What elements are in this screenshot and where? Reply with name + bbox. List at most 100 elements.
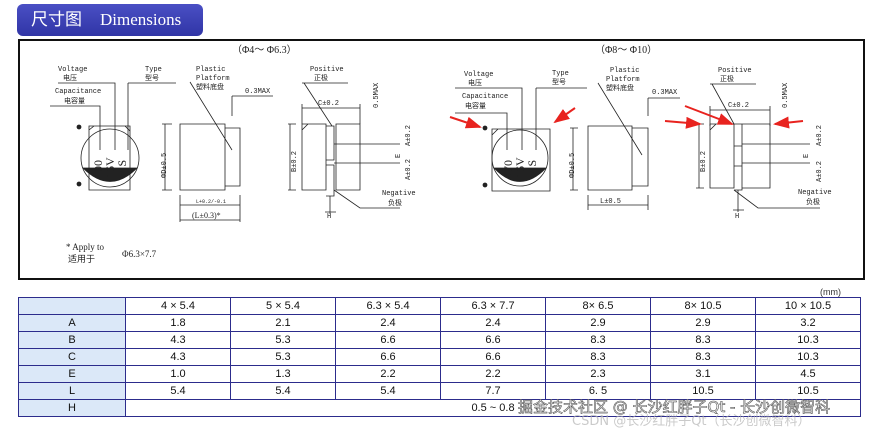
label-l05: L±0.5 [600, 198, 621, 206]
column-header: 8× 10.5 [650, 297, 756, 315]
label-diameter: ΦD±0.5 [569, 153, 577, 178]
label-voltage: Voltage [464, 71, 493, 79]
row-label: H [18, 399, 126, 417]
unit-label: (mm) [820, 287, 841, 297]
cap-voltage: 16V [513, 157, 527, 178]
table-cell: 5.4 [125, 382, 231, 400]
label-voltage-cn: 电压 [468, 78, 482, 88]
table-cell: 2.9 [545, 314, 651, 332]
cap-voltage: 16V [103, 157, 117, 178]
label-positive: Positive [310, 66, 344, 74]
label-platform: Platform [606, 76, 640, 84]
label-h: H [327, 213, 331, 221]
table-cell: 3.2 [755, 314, 861, 332]
table-cell: 4.3 [125, 331, 231, 349]
label-platform-cn: 塑料底盘 [196, 82, 224, 92]
label-plastic: Plastic [196, 66, 225, 74]
label-voltage-cn: 电压 [63, 73, 77, 83]
cap-value: 100 [91, 160, 105, 178]
table-cell: 6.6 [335, 348, 441, 366]
table-cell: 4.5 [755, 365, 861, 383]
label-type: Type [145, 66, 162, 74]
label-c: C±0.2 [728, 102, 749, 110]
row-label: B [18, 331, 126, 349]
label-a-top: A±0.2 [405, 125, 413, 146]
label-type-cn: 型号 [552, 77, 566, 87]
label-capacitance-cn: 电容量 [64, 96, 85, 106]
label-a-bottom: A±0.2 [816, 161, 824, 182]
table-cell: 1.3 [230, 365, 336, 383]
table-cell: 8.3 [650, 348, 756, 366]
row-label: A [18, 314, 126, 332]
label-l03: (L±0.3)* [192, 211, 221, 220]
label-type: Type [552, 70, 569, 78]
title-cn: 尺寸图 [31, 10, 82, 29]
table-cell: 4.3 [125, 348, 231, 366]
cap-type: V S [525, 160, 539, 178]
table-cell: 6.6 [335, 331, 441, 349]
cap-value: 470 [501, 160, 515, 178]
arrow-icon [664, 116, 702, 129]
column-header: 4 × 5.4 [125, 297, 231, 315]
red-arrows [449, 105, 804, 129]
cap-type: V S [115, 160, 129, 178]
note-apply-to: * Apply to [66, 242, 105, 252]
column-header: 6.3 × 5.4 [335, 297, 441, 315]
table-cell: 1.8 [125, 314, 231, 332]
table-cell: 8.3 [545, 331, 651, 349]
watermark-secondary: CSDN @长沙红胖子Qt（长沙创微智科） [572, 414, 811, 429]
label-negative-cn: 负极 [388, 198, 402, 208]
table-cell: 2.2 [335, 365, 441, 383]
row-label: E [18, 365, 126, 383]
table-cell: 2.4 [335, 314, 441, 332]
label-b: B±0.2 [700, 151, 708, 172]
label-c: C±0.2 [318, 100, 339, 108]
label-e: E [803, 154, 811, 158]
label-platform-cn: 塑料底盘 [606, 83, 634, 93]
table-cell: 2.3 [545, 365, 651, 383]
table-cell: 5.4 [335, 382, 441, 400]
note-apply-to-cn: 适用于 [68, 254, 95, 264]
right-heading: （Φ8～ Φ10） [595, 44, 657, 56]
table-cell: 2.9 [650, 314, 756, 332]
table-cell: 10.3 [755, 331, 861, 349]
table-header-row: 4 × 5.4 5 × 5.4 6.3 × 5.4 6.3 × 7.7 8× 6… [18, 297, 861, 315]
arrow-icon [553, 107, 576, 124]
table-cell: 2.1 [230, 314, 336, 332]
section-title: 尺寸图 Dimensions [17, 4, 203, 36]
left-heading: （Φ4～ Φ6.3） [232, 44, 297, 56]
table-cell: 3.1 [650, 365, 756, 383]
watermark: 掘金技术社区 @ 长沙红胖子Qt - 长沙创微智科 [518, 398, 831, 417]
label-diameter: ΦD±0.5 [161, 153, 169, 178]
label-05max: 0.5MAX [782, 82, 790, 108]
right-drawing-group: （Φ8～ Φ10） Voltage 电压 Capacitance 电容量 Typ… [455, 44, 832, 221]
label-h: H [735, 213, 739, 221]
label-type-cn: 型号 [145, 73, 159, 83]
label-plastic: Plastic [610, 67, 639, 75]
arrow-icon [449, 116, 482, 129]
table-cell: 8.3 [650, 331, 756, 349]
label-a-top: A±0.2 [816, 125, 824, 146]
title-en: Dimensions [100, 10, 182, 29]
table-cell-span: 0.5 ~ 0.8 [125, 399, 861, 417]
table-cell: 10.3 [755, 348, 861, 366]
label-a-bottom: A±0.2 [405, 159, 413, 180]
label-positive-cn: 正极 [314, 73, 328, 83]
label-positive: Positive [718, 67, 752, 75]
column-header: 5 × 5.4 [230, 297, 336, 315]
label-b: B±0.2 [291, 151, 299, 172]
table-cell: 2.4 [440, 314, 546, 332]
table-cell: 6.6 [440, 348, 546, 366]
label-e: E [395, 154, 403, 158]
label-03max: 0.3MAX [245, 88, 271, 96]
label-capacitance-cn: 电容量 [465, 101, 486, 111]
drawing-svg: （Φ4～ Φ6.3） Voltage 电压 Capacitance 电容量 Ty… [50, 44, 832, 264]
column-header: 8× 6.5 [545, 297, 651, 315]
note-value: Φ6.3×7.7 [122, 249, 157, 259]
label-l-tolerance: L+0.2/-0.1 [196, 199, 226, 205]
arrow-icon [684, 105, 734, 125]
